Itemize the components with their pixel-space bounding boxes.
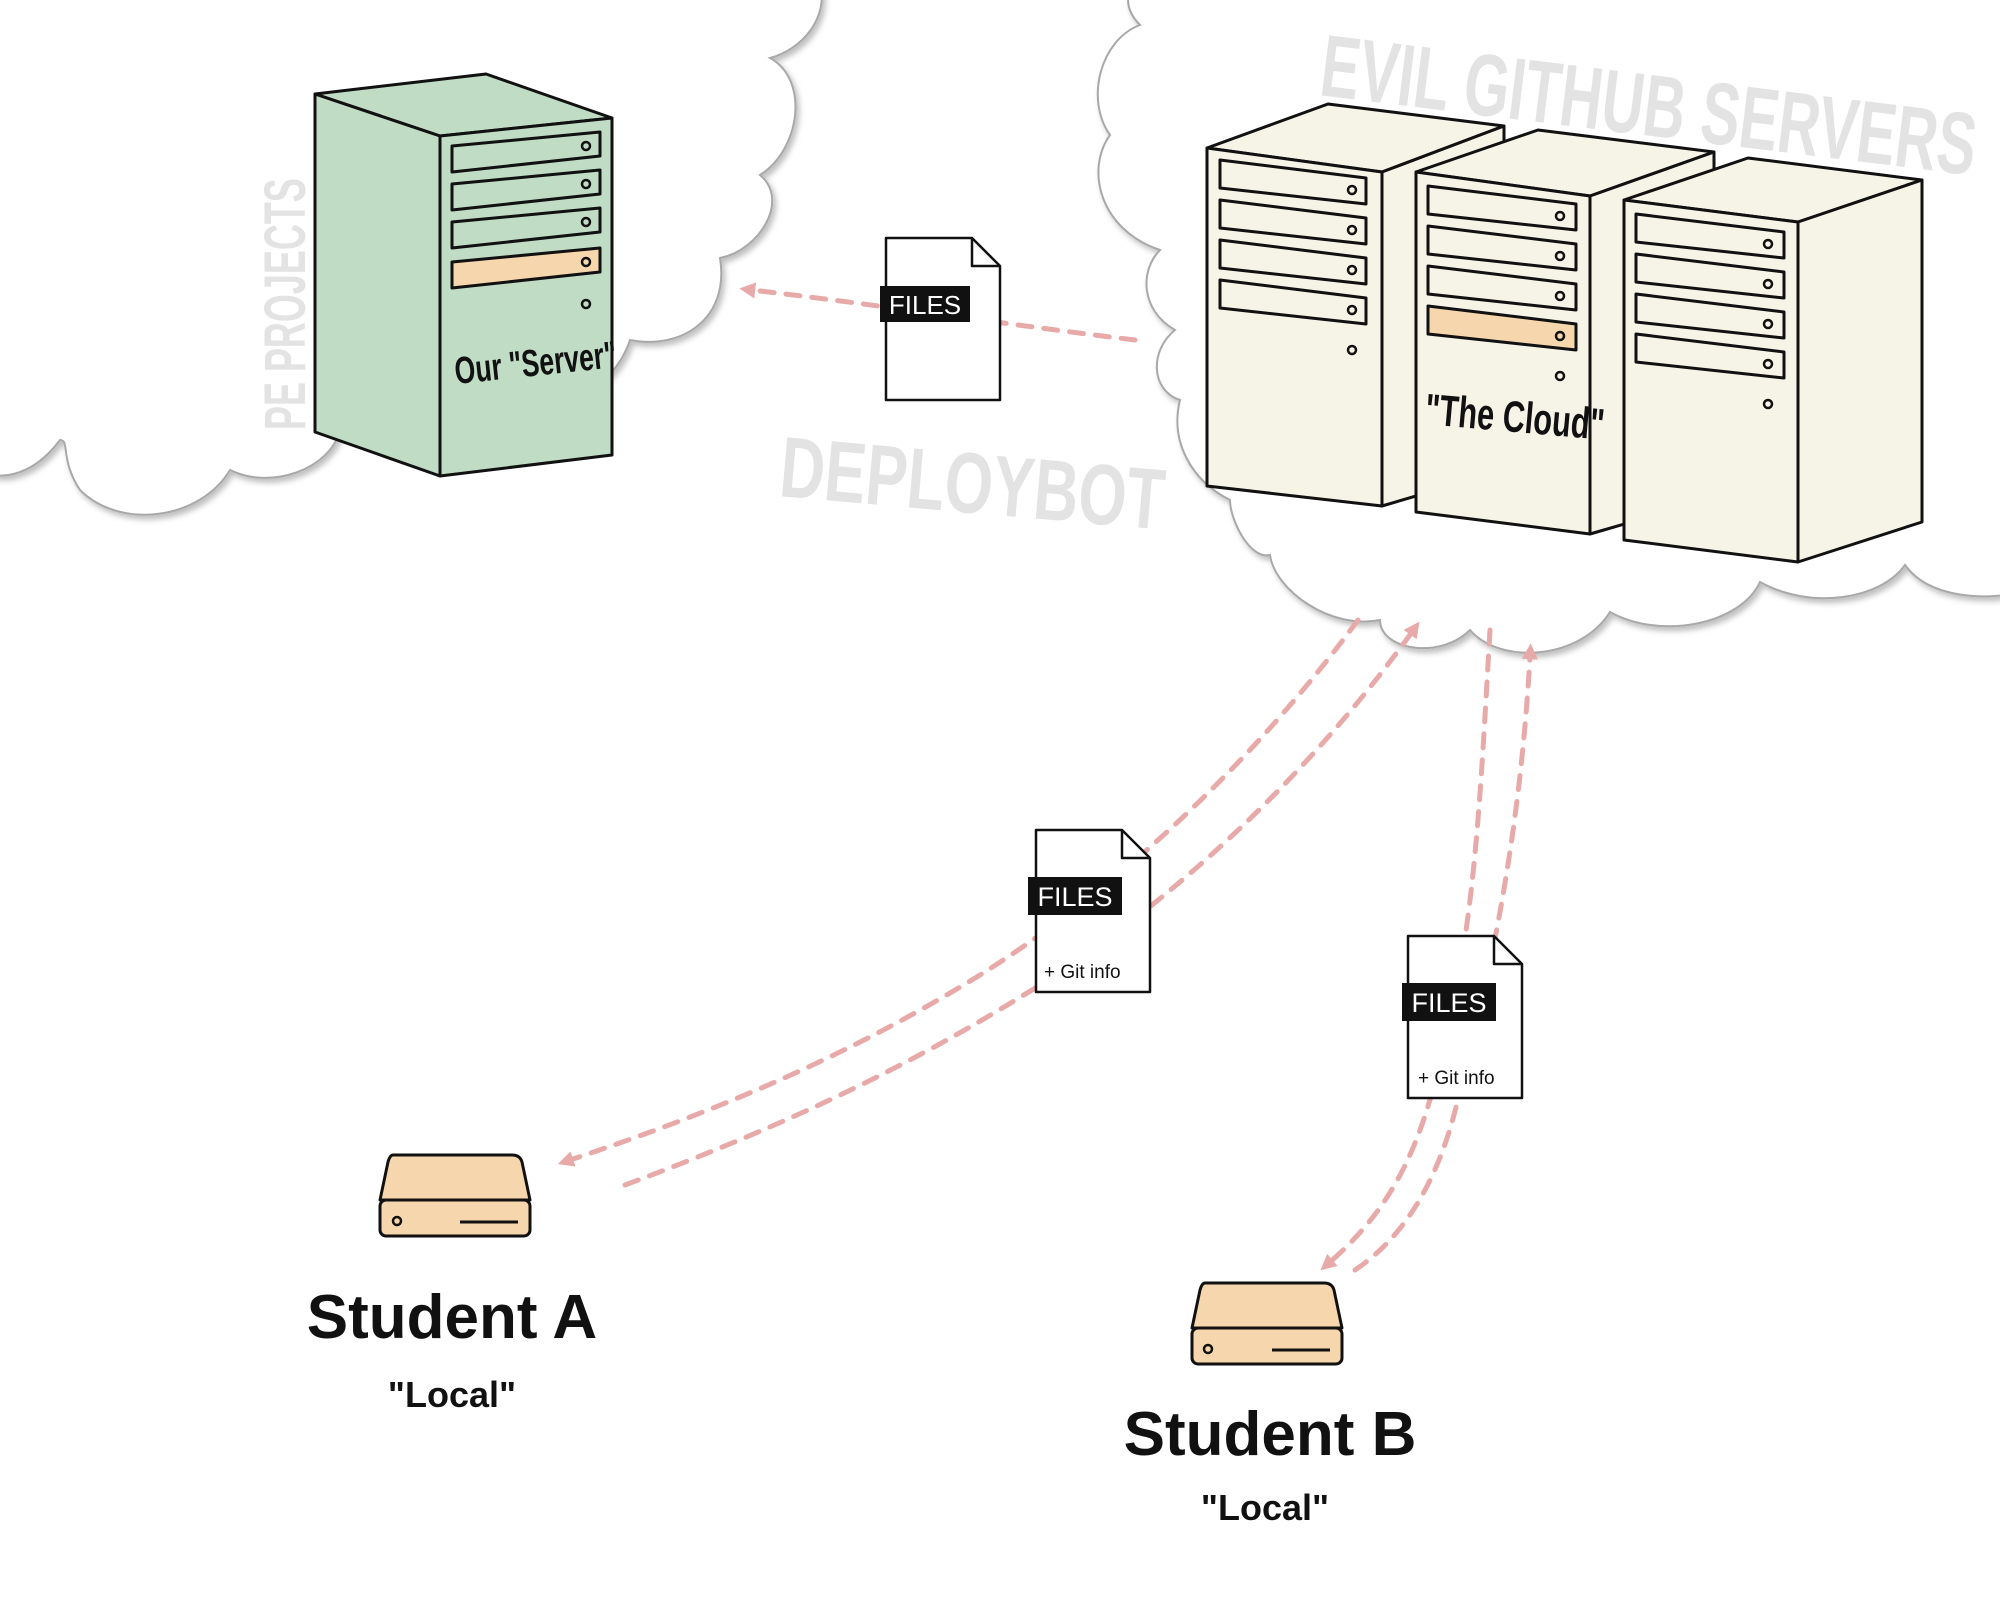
student-b: Student B "Local" <box>1124 1281 1417 1528</box>
our-server-slot-3 <box>450 206 602 250</box>
file-a-tag <box>1028 877 1122 915</box>
our-server: Our "Server" <box>313 72 619 478</box>
file-a-git-info: + Git info <box>1044 962 1121 983</box>
our-server-side <box>313 92 442 478</box>
deploybot-ghost-label: DEPLOYBOT <box>776 418 1168 548</box>
student-b-name: Student B <box>1124 1400 1417 1469</box>
deploy-file-tag <box>880 286 970 322</box>
student-b-role: "Local" <box>1201 1487 1329 1528</box>
cloud-server-3 <box>1622 156 1924 564</box>
cloud-server-2: "The Cloud" <box>1414 128 1716 536</box>
student-b-file-icon: FILES + Git info <box>1402 934 1524 1100</box>
student-a-name: Student A <box>307 1283 597 1352</box>
cloud-servers: "The Cloud" <box>1205 102 1924 564</box>
student-a-push-arrow <box>622 621 1420 1188</box>
file-b-tag <box>1402 983 1496 1021</box>
our-server-slot-2 <box>450 168 602 212</box>
student-a-pull-arrow <box>557 617 1361 1167</box>
deploy-file-tag-text: FILES <box>889 290 961 320</box>
file-b-git-info: + Git info <box>1418 1068 1495 1089</box>
our-server-slot-1 <box>450 130 602 174</box>
deploy-file-icon: FILES <box>880 236 1002 402</box>
student-a-drive-icon <box>378 1153 532 1238</box>
student-a-file-icon: FILES + Git info <box>1028 828 1152 994</box>
student-b-drive-icon <box>1190 1281 1344 1366</box>
student-a: Student A "Local" <box>307 1153 597 1415</box>
file-a-tag-text: FILES <box>1037 882 1112 912</box>
our-server-led <box>580 298 592 310</box>
our-server-slot-4 <box>450 246 602 290</box>
left-cloud-ghost-label: PE PROJECTS <box>253 178 318 430</box>
file-b-tag-text: FILES <box>1411 988 1486 1018</box>
student-a-role: "Local" <box>388 1374 516 1415</box>
